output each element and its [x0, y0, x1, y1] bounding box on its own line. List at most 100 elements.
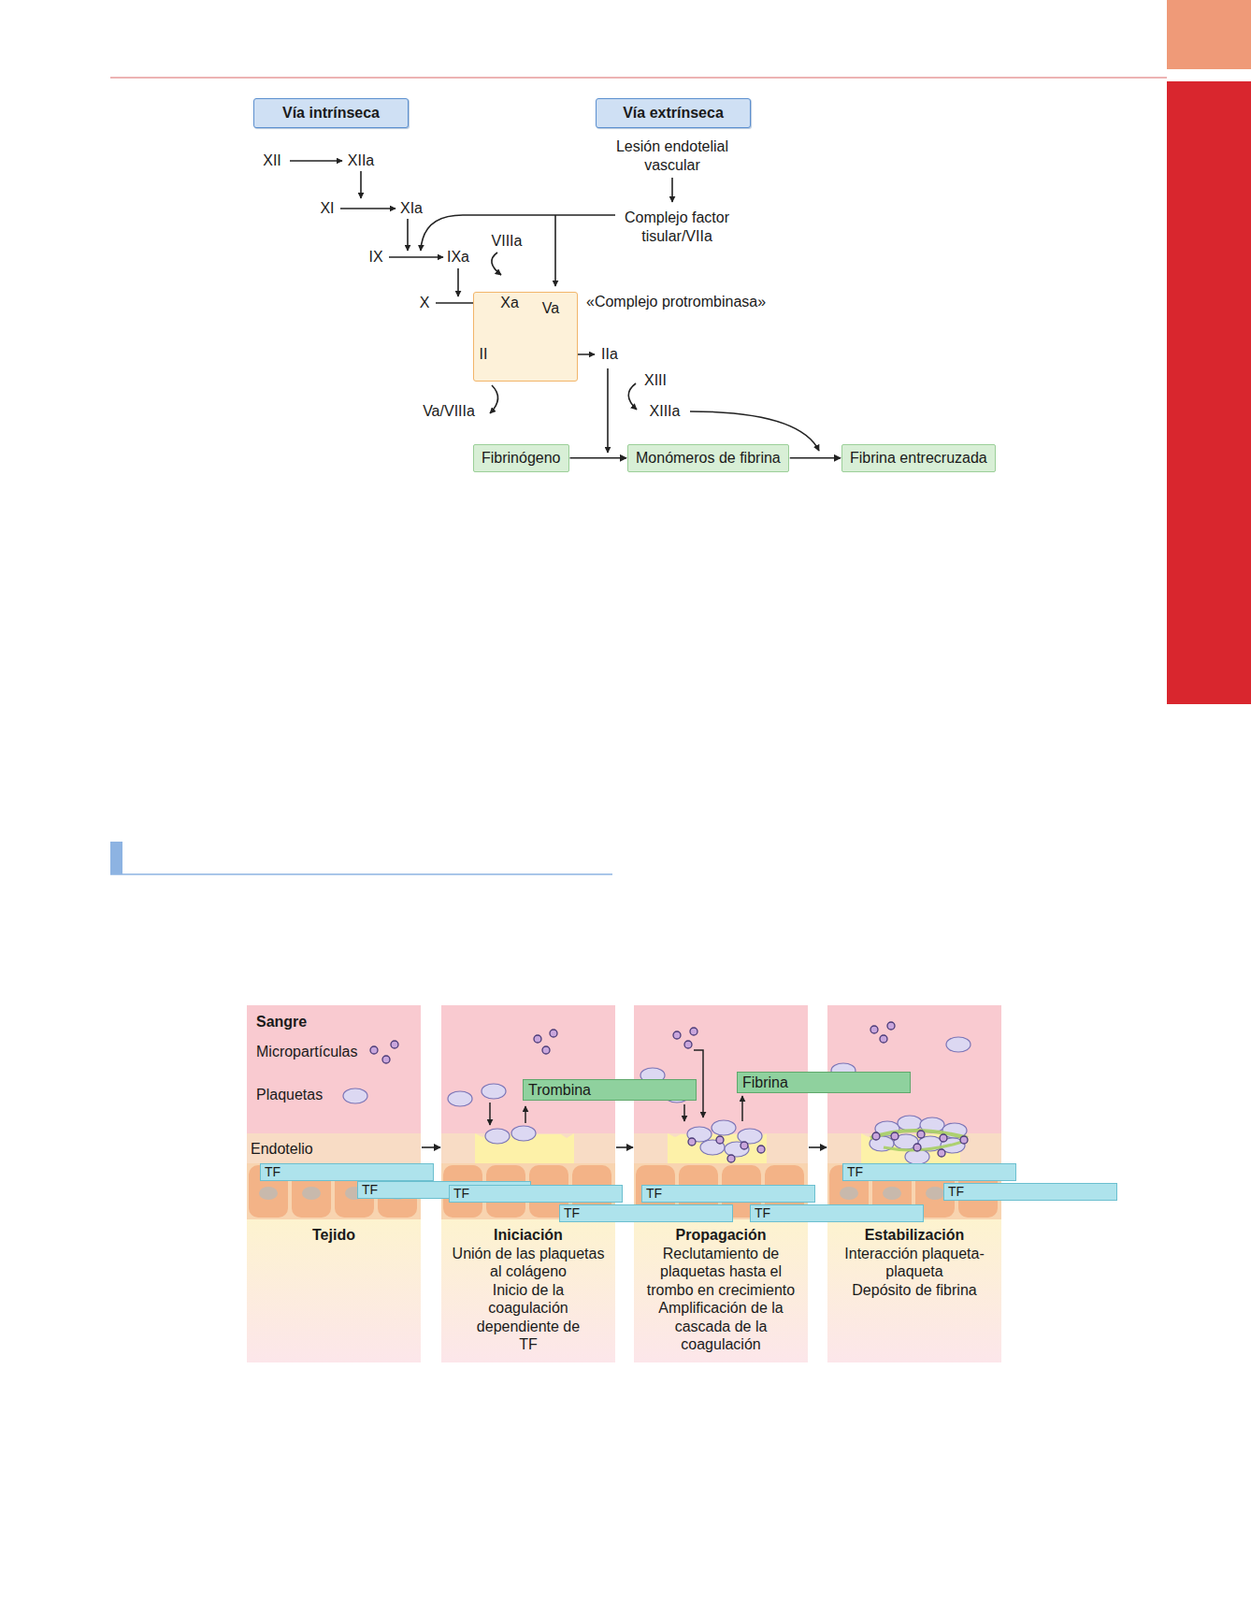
factor-label: VIIIa — [491, 231, 523, 251]
svg-use — [485, 1128, 510, 1144]
region-label: Micropartículas — [256, 1042, 358, 1062]
svg-path — [420, 215, 616, 251]
svg-use — [716, 1135, 724, 1144]
factor-label: XIIa — [347, 151, 374, 171]
factor-label: XII — [262, 151, 282, 171]
factor-label: Xa — [500, 293, 519, 313]
flow-arrow — [808, 1146, 827, 1149]
box-label: TF — [264, 1164, 281, 1180]
svg-use — [891, 1132, 899, 1140]
panel-body: Interacción plaqueta-plaqueta — [844, 1244, 985, 1281]
box-label: TF — [847, 1164, 863, 1180]
text-column: EstabilizaciónInteracción plaqueta-plaqu… — [827, 1225, 1002, 1299]
heading-rule — [110, 873, 613, 876]
tf-box: TF — [749, 1204, 924, 1223]
svg-path — [488, 1102, 491, 1125]
svg-path — [359, 171, 362, 199]
tf-box: TF — [943, 1182, 1118, 1201]
svg-use — [633, 1005, 808, 1363]
side-band — [1166, 81, 1251, 705]
panel-heading: Estabilización — [827, 1225, 1002, 1245]
heading-bar — [110, 841, 123, 875]
factor-label: XIII — [644, 371, 667, 390]
svg-use — [872, 1132, 880, 1140]
svg-path — [524, 1106, 527, 1123]
box-label: Trombina — [528, 1081, 591, 1098]
svg-path — [671, 177, 674, 202]
svg-use — [724, 1141, 749, 1157]
svg-path — [554, 215, 557, 287]
svg-use — [533, 1035, 542, 1043]
stage-panel: EstabilizaciónInteracción plaqueta-plaqu… — [827, 1005, 1002, 1363]
svg-path — [457, 268, 460, 297]
svg-use — [511, 1125, 536, 1141]
fibrin-box: Monómeros de fibrina — [627, 444, 790, 473]
factor-label: Complejo factor tisular/VIIa — [614, 208, 741, 245]
box-label: Fibrinógeno — [481, 449, 561, 466]
factor-label: IX — [368, 247, 383, 267]
region-label: Plaquetas — [256, 1085, 323, 1105]
panel-body: Unión de las plaquetas al colágeno — [445, 1244, 611, 1281]
svg-use — [542, 1046, 550, 1054]
svg-use — [684, 1040, 692, 1049]
svg-path — [606, 368, 609, 453]
tf-box: TF — [259, 1163, 434, 1181]
svg-use — [879, 1035, 888, 1043]
svg-use — [343, 1088, 368, 1104]
product-box: Fibrina — [736, 1071, 911, 1093]
box-label: Monómeros de fibrina — [635, 449, 781, 466]
region-label: Sangre — [256, 1012, 307, 1032]
factor-label: IIa — [601, 345, 619, 364]
box-label: Fibrina — [742, 1074, 789, 1091]
cascade-arrows — [289, 160, 820, 453]
svg-use — [370, 1046, 378, 1054]
factor-label: IXa — [446, 247, 470, 267]
box-label: TF — [948, 1183, 964, 1199]
svg-use — [688, 1137, 696, 1146]
flow-arrow — [790, 457, 841, 460]
fibrin-box: Fibrina entrecruzada — [841, 444, 996, 473]
stage-panel: SangreMicropartículasPlaquetasEndotelioT… — [246, 1005, 421, 1363]
svg-use — [690, 1027, 698, 1036]
factor-label: XIIIa — [649, 402, 681, 421]
pathway-box: Vía extrínseca — [595, 98, 751, 129]
text-column: PropagaciónReclutamiento de plaquetas ha… — [633, 1225, 808, 1354]
corner-tab — [1166, 0, 1251, 70]
tf-box: TF — [641, 1184, 816, 1203]
svg-path — [289, 159, 343, 162]
header-rule — [110, 76, 1167, 79]
box-label: TF — [563, 1205, 580, 1221]
svg-use — [390, 1040, 399, 1049]
pathway-box: Vía intrínseca — [253, 98, 409, 129]
box-label: Vía intrínseca — [282, 104, 380, 121]
svg-use — [447, 1091, 473, 1107]
svg-use — [757, 1145, 765, 1153]
factor-label: X — [419, 293, 431, 313]
tf-box: TF — [559, 1204, 734, 1223]
panel-art — [633, 1005, 808, 1363]
box-label: TF — [754, 1205, 771, 1221]
factor-label: XIa — [400, 199, 423, 218]
panel-body: Reclutamiento de plaquetas hasta el trom… — [635, 1244, 806, 1300]
svg-use — [897, 1115, 922, 1131]
svg-path — [741, 1095, 744, 1122]
complex-box: «Complejo protrombinasa» — [473, 291, 578, 382]
factor-label: Lesión endotelial vascular — [606, 137, 738, 174]
svg-use — [937, 1149, 946, 1157]
svg-use — [960, 1135, 968, 1144]
panel-heading: Propagación — [633, 1225, 808, 1245]
stage-panel: PropagaciónReclutamiento de plaquetas ha… — [633, 1005, 808, 1363]
svg-use — [382, 1055, 390, 1064]
panel-body: Inicio de la coagulación dependiente de … — [470, 1280, 588, 1354]
svg-use — [737, 1128, 763, 1144]
text-column: Tejido — [246, 1225, 421, 1245]
svg-use — [946, 1036, 971, 1052]
factor-label: XI — [319, 199, 334, 218]
text-column: IniciaciónUnión de las plaquetas al colá… — [441, 1225, 616, 1354]
svg-use — [727, 1154, 735, 1163]
panel-heading: Iniciación — [441, 1225, 616, 1245]
box-label: Fibrina entrecruzada — [849, 449, 988, 466]
